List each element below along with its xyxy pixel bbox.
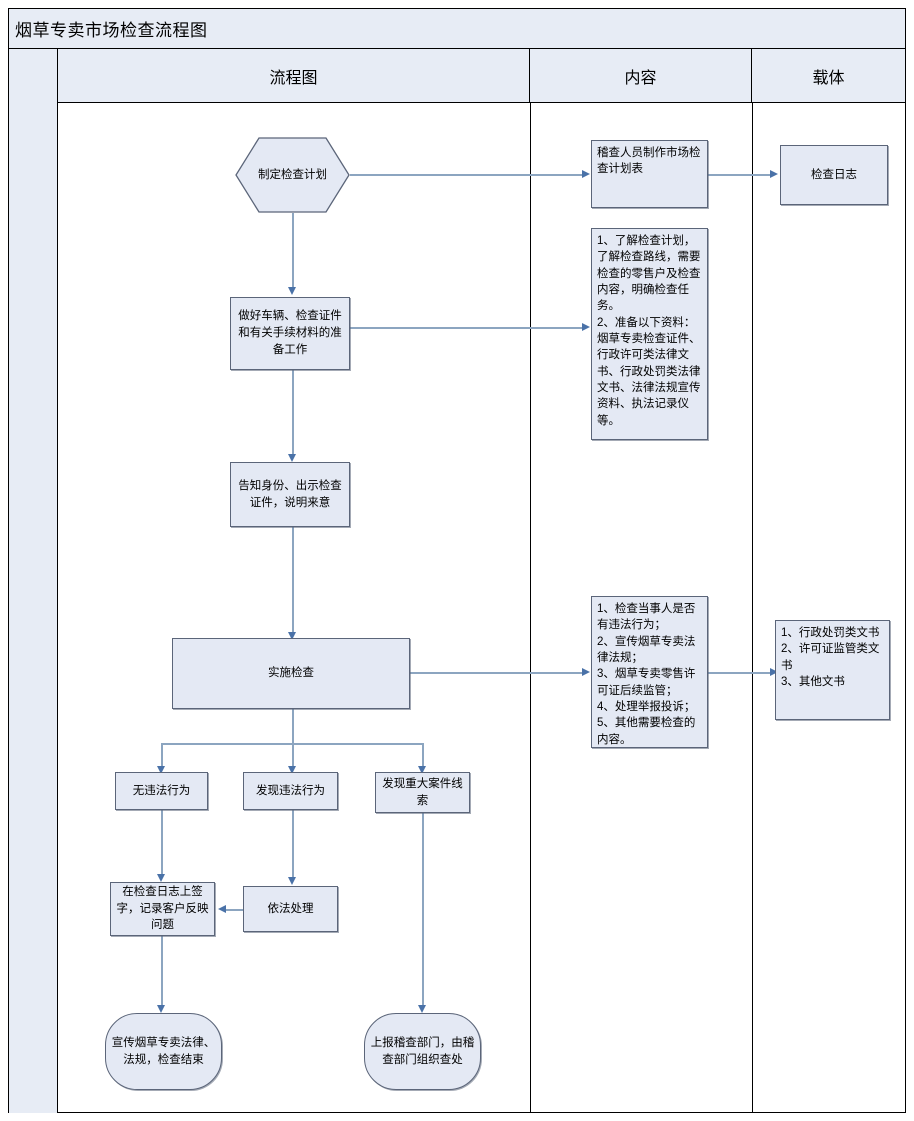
arrowhead-prepare-to-inform	[287, 454, 296, 462]
flow-node-prepare[interactable]: 做好车辆、检查证件和有关手续材料的准备工作	[230, 297, 350, 370]
flow-node-major-case[interactable]: 发现重大案件线索	[375, 772, 470, 813]
flow-node-prepare-label: 做好车辆、检查证件和有关手续材料的准备工作	[238, 310, 342, 356]
arrowhead-signlog-to-end	[156, 1005, 165, 1013]
arrowhead-bus-to-branch2	[287, 766, 296, 774]
diagram-title-bar: 烟草专卖市场检查流程图	[9, 9, 905, 49]
content-node-inspect[interactable]: 1、检查当事人是否有违法行为； 2、宣传烟草专卖法律法规； 3、烟草专卖零售许可…	[591, 596, 708, 748]
connector-branch1-to-signlog	[161, 810, 163, 875]
arrowhead-inform-to-inspect	[287, 632, 296, 640]
flow-node-end-report[interactable]: 上报稽查部门，由稽查部门组织查处	[364, 1013, 481, 1090]
content-node-prepare-label: 1、了解检查计划，了解检查路线，需要检查的零售户及检查内容，明确检查任务。 2、…	[597, 235, 701, 427]
arrowhead-bus-to-branch3	[417, 766, 426, 774]
connector-bus-to-branch2	[292, 743, 294, 768]
flow-node-violation-found-label: 发现违法行为	[256, 784, 325, 797]
flow-node-plan-label: 制定检查计划	[258, 168, 327, 181]
arrowhead-handle-to-signlog	[218, 905, 226, 913]
content-node-plan[interactable]: 稽查人员制作市场检查计划表	[591, 140, 708, 208]
arrowhead-branch3-to-endreport	[417, 1005, 426, 1013]
flow-node-violation-found[interactable]: 发现违法行为	[243, 772, 338, 810]
page-title: 烟草专卖市场检查流程图	[15, 21, 208, 40]
flow-node-inform[interactable]: 告知身份、出示检查证件，说明来意	[230, 462, 350, 527]
content-node-inspect-label: 1、检查当事人是否有违法行为； 2、宣传烟草专卖法律法规； 3、烟草专卖零售许可…	[597, 603, 696, 746]
arrowhead-bus-to-branch1	[156, 766, 165, 774]
connector-inspect-to-content	[410, 672, 582, 674]
content-node-plan-label: 稽查人员制作市场检查计划表	[597, 147, 701, 176]
connector-signlog-to-end	[161, 935, 163, 1006]
connector-inform-to-inspect	[292, 527, 294, 632]
arrowhead-inspect-to-content	[582, 668, 590, 676]
hexagon-shape	[235, 137, 350, 213]
left-spine-column	[9, 49, 58, 1113]
flow-node-sign-log-label: 在检查日志上签字，记录客户反映问题	[116, 886, 209, 932]
column-header-row: 流程图 内容 载体	[58, 49, 905, 103]
connector-plan-to-prepare	[292, 213, 294, 287]
flow-node-inform-label: 告知身份、出示检查证件，说明来意	[238, 479, 342, 509]
column-header-flowchart: 流程图	[58, 49, 530, 102]
arrowhead-plan-to-content	[582, 170, 590, 178]
flow-node-major-case-label: 发现重大案件线索	[382, 777, 463, 807]
connector-prepare-to-inform	[292, 370, 294, 454]
table-frame	[8, 8, 906, 1113]
connector-branch3-to-endreport	[422, 810, 424, 1006]
flow-node-end-report-label: 上报稽查部门，由稽查部门组织查处	[370, 1036, 475, 1066]
flow-node-end-publicity[interactable]: 宣传烟草专卖法律、法规，检查结束	[105, 1013, 222, 1090]
column-divider-2	[752, 103, 753, 1113]
connector-branch2-to-handle	[292, 810, 294, 878]
column-header-content: 内容	[530, 49, 752, 102]
arrowhead-inspectcontent-to-carrier	[770, 668, 778, 676]
arrowhead-branch2-to-handle	[287, 877, 296, 885]
column-header-carrier: 载体	[812, 69, 845, 87]
connector-plancontent-to-carrier	[708, 174, 770, 176]
flow-node-no-violation[interactable]: 无违法行为	[115, 772, 208, 810]
connector-bus-to-branch1	[161, 743, 163, 768]
arrowhead-prepare-to-content	[582, 323, 590, 331]
arrowhead-branch1-to-signlog	[156, 874, 165, 882]
arrowhead-plancontent-to-carrier	[770, 170, 778, 178]
column-divider-1	[530, 103, 531, 1113]
connector-plan-to-content	[350, 174, 582, 176]
flow-node-handle-by-law[interactable]: 依法处理	[243, 886, 338, 932]
flow-node-end-publicity-label: 宣传烟草专卖法律、法规，检查结束	[111, 1036, 216, 1066]
content-node-prepare[interactable]: 1、了解检查计划，了解检查路线，需要检查的零售户及检查内容，明确检查任务。 2、…	[591, 228, 708, 440]
connector-inspect-to-bus	[292, 709, 294, 744]
flow-node-handle-by-law-label: 依法处理	[267, 902, 314, 915]
flow-node-no-violation-label: 无违法行为	[132, 784, 191, 797]
connector-prepare-to-content	[350, 327, 582, 329]
carrier-node-plan-label: 检查日志	[811, 168, 857, 181]
connector-bus-to-branch3	[422, 743, 424, 768]
flow-node-inspect[interactable]: 实施检查	[172, 638, 410, 709]
flow-node-sign-log[interactable]: 在检查日志上签字，记录客户反映问题	[110, 882, 215, 936]
connector-handle-to-signlog	[226, 909, 243, 911]
flow-node-plan[interactable]: 制定检查计划	[235, 137, 350, 213]
carrier-node-inspect[interactable]: 1、行政处罚类文书 2、许可证监管类文书 3、其他文书	[775, 620, 890, 720]
carrier-node-plan[interactable]: 检查日志	[780, 145, 888, 205]
connector-inspectcontent-to-carrier	[708, 672, 770, 674]
flow-node-inspect-label: 实施检查	[268, 667, 314, 680]
carrier-node-inspect-label: 1、行政处罚类文书 2、许可证监管类文书 3、其他文书	[781, 627, 880, 688]
arrowhead-plan-to-prepare	[287, 287, 296, 295]
